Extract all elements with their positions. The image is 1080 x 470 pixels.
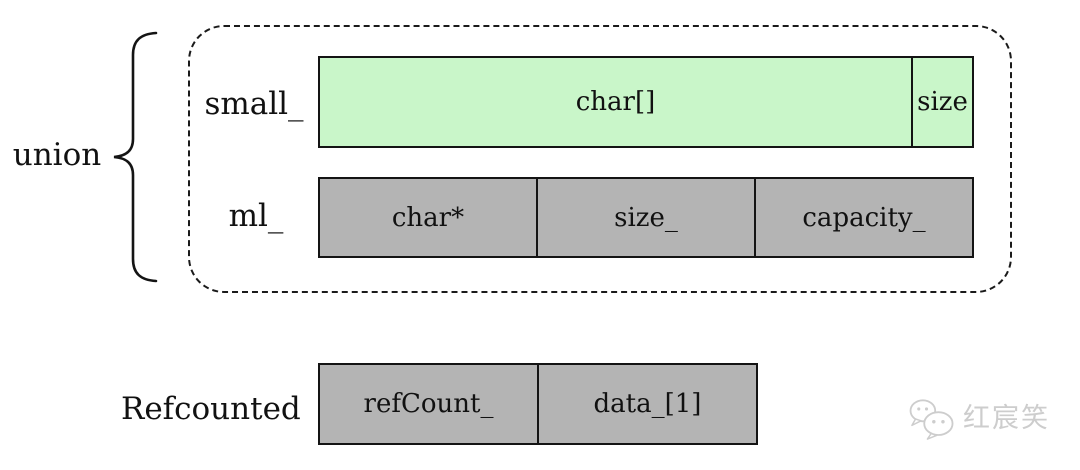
- wechat-bubbles-icon: [909, 399, 954, 440]
- capacity-cell: capacity_: [754, 179, 972, 256]
- small-row-label: small_: [204, 86, 304, 122]
- small-row-box: char[] size: [318, 56, 974, 148]
- refcount-cell: refCount_: [363, 389, 494, 419]
- union-label: union: [12, 137, 102, 173]
- watermark-text: 红宸笑: [963, 403, 1050, 434]
- refcounted-box: refCount_ data_[1]: [318, 363, 758, 445]
- curly-brace-icon: [113, 31, 158, 283]
- union-dashed-border: [188, 25, 1012, 293]
- char-pointer-cell: char*: [391, 202, 465, 233]
- size-cell: size: [911, 58, 972, 146]
- ml-row-label: ml_: [228, 198, 284, 234]
- char-array-cell: char[]: [575, 87, 656, 117]
- size-underscore-cell: size_: [536, 179, 754, 256]
- ml-row-box: char* size_ capacity_: [318, 177, 974, 258]
- data-array-cell: data_[1]: [537, 365, 756, 443]
- watermark: 红宸笑: [908, 398, 1050, 440]
- refcounted-label: Refcounted: [121, 391, 301, 427]
